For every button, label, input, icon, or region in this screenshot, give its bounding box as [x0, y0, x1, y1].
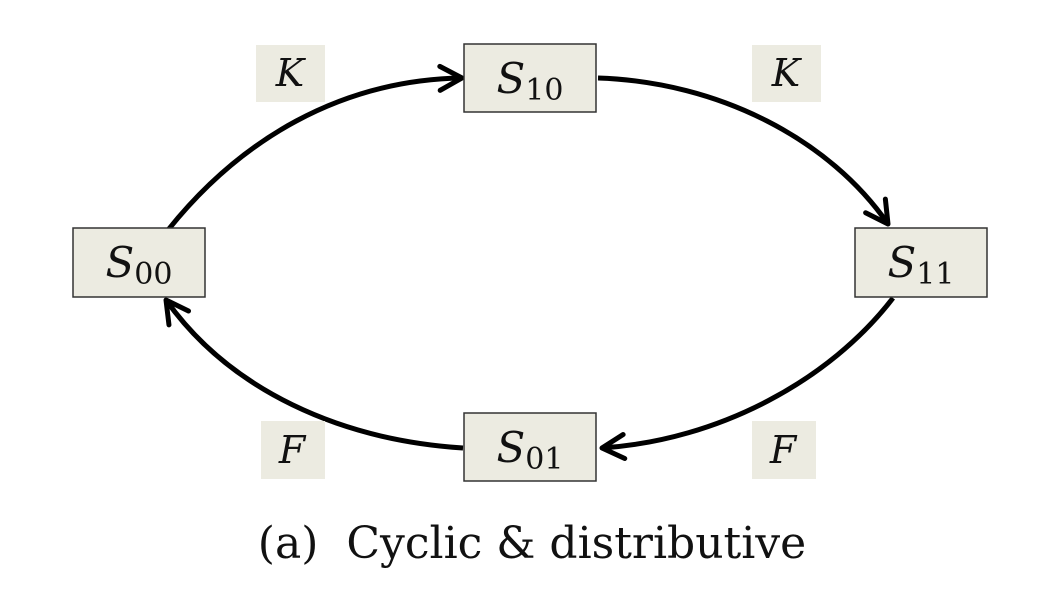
node-s00-base: S: [106, 238, 135, 287]
svg-text:K: K: [771, 51, 803, 95]
svg-text:S10: S10: [497, 54, 564, 108]
edge-label-top-right: K: [752, 45, 821, 102]
edge-label-top-left: K: [256, 45, 325, 102]
node-s11-base: S: [888, 238, 917, 287]
node-s11: S11: [854, 227, 988, 298]
node-s00-sub: 00: [134, 257, 172, 292]
edge-s01-to-s00: [163, 297, 464, 451]
svg-text:K: K: [275, 51, 307, 95]
svg-text:F: F: [769, 428, 798, 472]
edge-s00-to-s10: [166, 63, 465, 232]
edge-s10-to-s11: [597, 75, 891, 227]
node-s10-base: S: [497, 54, 526, 103]
node-s00: S00: [72, 227, 206, 298]
edge-label-bottom-right: F: [752, 421, 816, 479]
svg-text:S00: S00: [106, 238, 173, 292]
node-s11-sub: 11: [916, 257, 954, 292]
svg-text:S11: S11: [888, 238, 955, 292]
node-s10: S10: [463, 43, 597, 113]
node-s01-sub: 01: [525, 442, 563, 477]
svg-text:S01: S01: [497, 423, 564, 477]
node-s01-base: S: [497, 423, 526, 472]
node-s01: S01: [463, 412, 597, 482]
edge-label-bottom-left: F: [261, 421, 325, 479]
edge-s11-to-s01: [599, 296, 895, 461]
svg-text:F: F: [278, 428, 307, 472]
node-s10-sub: 10: [525, 73, 563, 108]
diagram-caption: (a) Cyclic & distributive: [258, 518, 806, 569]
